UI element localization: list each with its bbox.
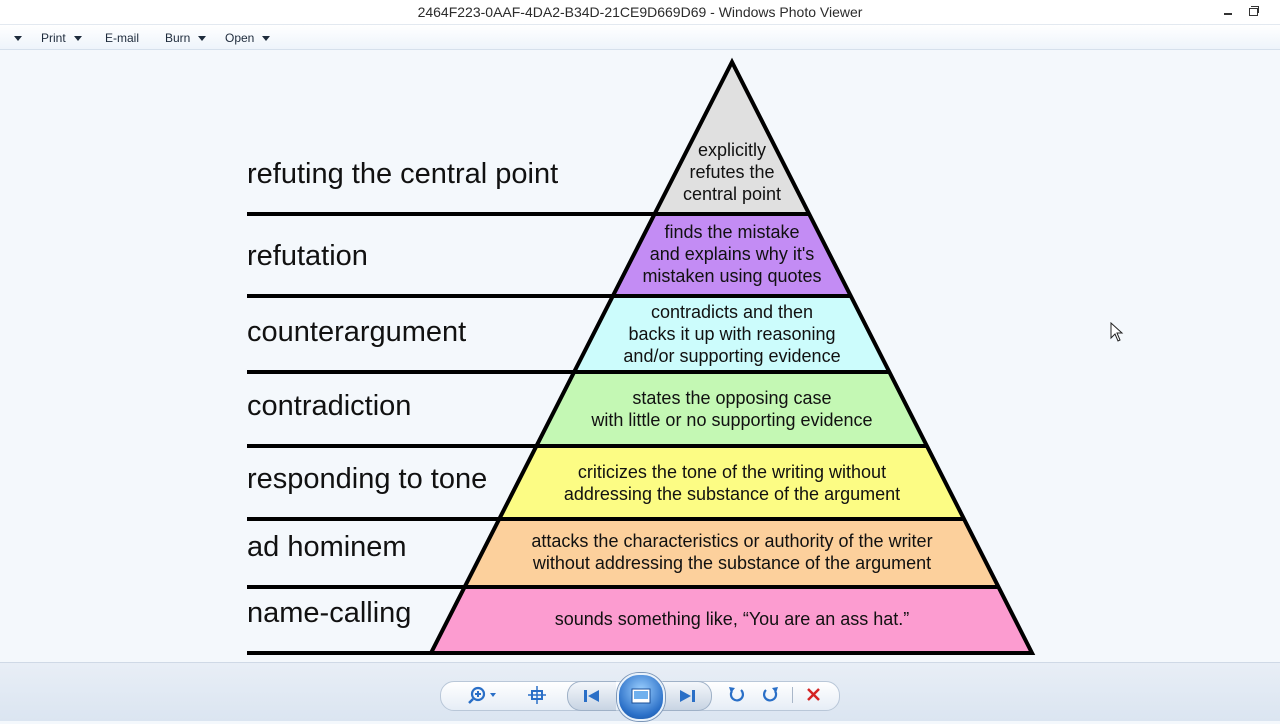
bottom-control-bar — [0, 662, 1280, 721]
zoom-icon — [468, 686, 496, 704]
previous-button[interactable] — [567, 681, 616, 711]
minimize-button[interactable] — [1218, 2, 1238, 20]
menu-organize-dropdown[interactable] — [14, 31, 22, 45]
level-label-refutation: refutation — [247, 240, 368, 272]
pyramid-band — [536, 372, 927, 446]
level-label-contradiction: contradiction — [247, 390, 412, 422]
rotate-clockwise-icon — [763, 687, 778, 702]
separator — [792, 687, 793, 703]
chevron-down-icon — [73, 36, 82, 42]
menu-open[interactable]: Open — [225, 31, 271, 45]
delete-icon — [807, 688, 820, 701]
level-description-refuting-central-point: explicitly refutes the central point — [682, 140, 782, 204]
menu-burn-label: Burn — [165, 31, 191, 45]
level-description-name-calling: sounds something like, “You are an ass h… — [554, 609, 910, 629]
mouse-cursor-icon — [1110, 322, 1124, 342]
rotate-clockwise-button[interactable] — [755, 681, 785, 709]
level-description-ad-hominem: attacks the characteristics or authority… — [531, 531, 933, 573]
pyramid-outline — [427, 57, 1036, 655]
chevron-down-icon — [262, 36, 271, 42]
level-description-responding-to-tone: criticizes the tone of the writing witho… — [563, 462, 901, 504]
previous-icon — [584, 690, 599, 702]
pyramid-band — [499, 446, 964, 519]
menu-open-label: Open — [225, 31, 255, 45]
rotate-counterclockwise-icon — [729, 687, 744, 702]
actual-size-button[interactable] — [522, 681, 552, 709]
level-label-name-calling: name-calling — [247, 597, 412, 629]
level-description-refutation: finds the mistake and explains why it's … — [642, 222, 822, 286]
menu-email[interactable]: E-mail — [105, 31, 139, 45]
image-viewport[interactable]: refuting the central point refutation co… — [0, 50, 1280, 662]
level-label-counterargument: counterargument — [247, 316, 467, 348]
window-title: 2464F223-0AAF-4DA2-B34D-21CE9D669D69 - W… — [417, 4, 863, 20]
pyramid-band — [612, 214, 851, 296]
menu-print-label: Print — [41, 31, 66, 45]
chevron-down-icon — [198, 36, 207, 42]
rotate-counterclockwise-button[interactable] — [722, 681, 752, 709]
zoom-button[interactable] — [465, 681, 505, 709]
menu-email-label: E-mail — [105, 31, 140, 45]
menu-bar: Print E-mail Burn Open — [0, 25, 1280, 50]
restore-button[interactable] — [1243, 2, 1263, 20]
level-label-ad-hominem: ad hominem — [247, 531, 407, 563]
pyramid-band — [464, 519, 999, 587]
level-description-contradiction: states the opposing case with little or … — [591, 388, 873, 430]
chevron-down-icon — [14, 36, 22, 42]
actual-size-icon — [528, 686, 546, 704]
pyramid-band — [431, 587, 1032, 653]
pyramid-band — [654, 62, 810, 214]
minimize-icon — [1224, 13, 1232, 15]
menu-burn[interactable]: Burn — [165, 31, 207, 45]
level-label-refuting-central-point: refuting the central point — [247, 158, 559, 190]
slideshow-icon — [631, 688, 651, 704]
level-label-responding-to-tone: responding to tone — [247, 463, 488, 495]
next-button[interactable] — [663, 681, 712, 711]
level-description-counterargument: contradicts and then backs it up with re… — [623, 302, 841, 366]
slideshow-button[interactable] — [617, 673, 665, 721]
delete-button[interactable] — [799, 681, 829, 709]
title-bar: 2464F223-0AAF-4DA2-B34D-21CE9D669D69 - W… — [0, 0, 1280, 25]
menu-print[interactable]: Print — [41, 31, 82, 45]
restore-icon — [1251, 6, 1259, 13]
next-icon — [680, 690, 695, 702]
pyramid-band — [574, 296, 890, 372]
pyramid-image — [247, 57, 1036, 655]
